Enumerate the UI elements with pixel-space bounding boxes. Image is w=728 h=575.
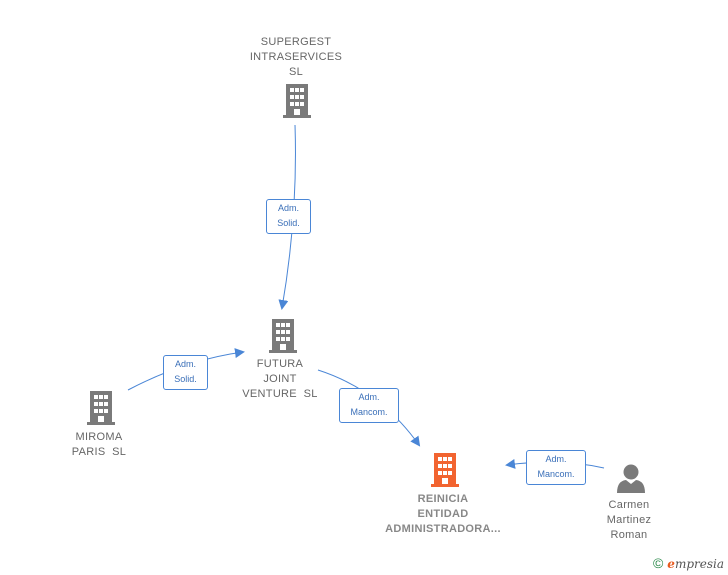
node-label-carmen[interactable]: Carmen Martinez Roman xyxy=(606,499,652,541)
building-icon-supergest[interactable] xyxy=(283,84,311,118)
edge-label-carmen-reinicia[interactable]: Adm. Mancom. xyxy=(526,450,586,485)
building-icon-reinicia[interactable] xyxy=(431,453,459,487)
edge-label-miroma-futura[interactable]: Adm. Solid. xyxy=(163,355,208,390)
copyright-symbol: © xyxy=(652,555,664,571)
node-label-supergest[interactable]: SUPERGEST INTRASERVICES SL xyxy=(249,36,343,78)
node-label-miroma[interactable]: MIROMA PARIS SL xyxy=(71,431,127,458)
node-label-reinicia[interactable]: REINICIA ENTIDAD ADMINISTRADORA... xyxy=(385,493,501,535)
node-label-futura[interactable]: FUTURA JOINT VENTURE SL xyxy=(242,358,318,400)
edge-label-futura-reinicia[interactable]: Adm. Mancom. xyxy=(339,388,399,423)
brand-name: empresia xyxy=(667,557,724,571)
edge-label-supergest-futura[interactable]: Adm. Solid. xyxy=(266,199,311,234)
building-icon-futura[interactable] xyxy=(269,319,297,353)
brand-watermark: ©empresia xyxy=(653,555,724,571)
person-icon-carmen[interactable] xyxy=(617,464,645,494)
building-icon-miroma[interactable] xyxy=(87,391,115,425)
